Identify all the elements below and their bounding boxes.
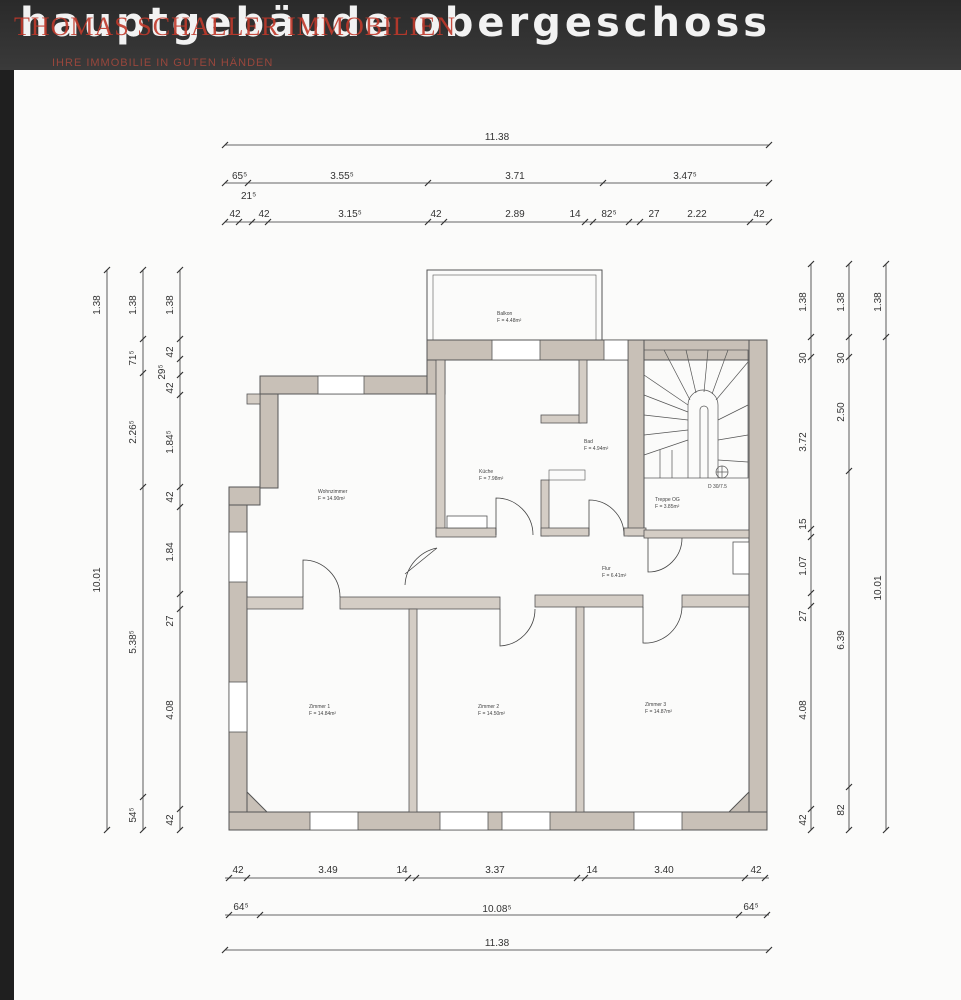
dim-top-row3-6: 14 — [569, 209, 581, 220]
room-area-flur: F = 6.41m² — [602, 573, 627, 579]
dim-right-col2-4: 6.39 — [836, 630, 847, 650]
dim-bottom-row2-2: 10.08⁵ — [482, 904, 511, 915]
dim-top-row2-2: 3.55⁵ — [330, 171, 354, 182]
room-area-treppe: F = 3.85m² — [655, 504, 680, 510]
dim-top-small: 21⁵ — [241, 191, 256, 202]
dim-bottom-total: 11.38 — [485, 938, 510, 949]
dim-right-col2-3: 2.50 — [836, 402, 847, 422]
dim-left-col3-7: 1.84 — [165, 542, 176, 562]
dim-left-col2-2: 71⁵ — [128, 350, 139, 365]
dim-right-col2-2: 30 — [836, 352, 847, 364]
room-area-zimmer-1: F = 14.84m² — [309, 711, 336, 717]
exterior-walls — [228, 339, 768, 831]
dim-left-col3-3: 29⁵ — [157, 364, 168, 379]
dim-right-col3-1: 1.38 — [873, 292, 884, 312]
room-name-treppe: Treppe OG — [655, 497, 680, 503]
dim-top-row3-9: 2.22 — [687, 209, 707, 220]
kitchen-counter — [446, 515, 488, 529]
dim-left-col3-2: 42 — [165, 346, 176, 358]
dim-top-row3-4: 42 — [430, 209, 442, 220]
stair-mark: D 30/7.5 — [708, 484, 727, 490]
dim-bottom-row1-3: 14 — [396, 865, 408, 876]
dim-right-col1-6: 27 — [798, 610, 809, 622]
dim-right-col1-7: 4.08 — [798, 700, 809, 720]
dim-left-col3-8: 27 — [165, 615, 176, 627]
dim-bottom-row1-7: 42 — [750, 865, 762, 876]
dim-bottom-row1-4: 3.37 — [485, 865, 505, 876]
dimension-lines — [106, 144, 887, 951]
dimension-texts: 11.38 65⁵ 21⁵ 3.55⁵ 3.71 3.47⁵ 42 42 3.1… — [92, 132, 884, 949]
room-name-flur: Flur — [602, 566, 611, 572]
dim-left-total: 10.01 — [92, 567, 103, 592]
dim-right-col1-3: 3.72 — [798, 432, 809, 452]
dim-bottom-row1-6: 3.40 — [654, 865, 674, 876]
room-area-zimmer-3: F = 14.87m² — [645, 709, 672, 715]
dim-left-col2-3: 2.26⁵ — [128, 420, 139, 444]
dim-left-col2-1: 1.38 — [128, 295, 139, 315]
dim-left-col2-5: 54⁵ — [128, 807, 139, 822]
room-name-zimmer-1: Zimmer 1 — [309, 704, 330, 710]
room-area-wohnzimmer: F = 14.90m² — [318, 496, 345, 502]
dim-top-row3-10: 42 — [753, 209, 765, 220]
room-labels: Balkon F = 4.48m² Wohnzimmer F = 14.90m²… — [309, 311, 727, 717]
dim-right-col3-2: 10.01 — [873, 575, 884, 600]
dim-top-row2-4: 3.47⁵ — [673, 171, 697, 182]
room-area-bad: F = 4.94m² — [584, 446, 609, 452]
dim-left-col3-9: 4.08 — [165, 700, 176, 720]
dim-left-col3-4: 42 — [165, 382, 176, 394]
room-area-kueche: F = 7.98m² — [479, 476, 504, 482]
bathroom-niche — [548, 469, 586, 481]
dim-top-row2-1: 65⁵ — [232, 171, 247, 182]
dim-left-col3-5: 1.84⁵ — [165, 430, 176, 454]
dim-bottom-row1-2: 3.49 — [318, 865, 338, 876]
brand-watermark: THOMAS SCHALLER IMMOBILIEN — [14, 12, 456, 41]
dim-top-row3-3: 3.15⁵ — [338, 209, 362, 220]
dim-right-col1-8: 42 — [798, 814, 809, 826]
room-name-wohnzimmer: Wohnzimmer — [318, 489, 348, 495]
dim-left-col2-4: 5.38⁵ — [128, 630, 139, 654]
dim-left-col3-6: 42 — [165, 491, 176, 503]
dim-right-col2-1: 1.38 — [836, 292, 847, 312]
dim-top-row3-2: 42 — [258, 209, 270, 220]
dim-top-row3-8: 27 — [648, 209, 660, 220]
room-name-bad: Bad — [584, 439, 593, 445]
corner-chamfer-right — [727, 790, 750, 813]
dim-right-col2-5: 82 — [836, 804, 847, 816]
dim-left-col1-top: 1.38 — [92, 295, 103, 315]
header-band: hauptgebäude obergeschoss THOMAS SCHALLE… — [0, 0, 961, 70]
balcony — [426, 269, 603, 341]
room-name-zimmer-2: Zimmer 2 — [478, 704, 499, 710]
brand-tagline: IHRE IMMOBILIE IN GUTEN HÄNDEN — [52, 57, 274, 69]
dim-bottom-row1-1: 42 — [232, 865, 244, 876]
dim-right-col1-5: 1.07 — [798, 556, 809, 576]
dim-top-total: 11.38 — [485, 132, 510, 143]
dim-right-col1-2: 30 — [798, 352, 809, 364]
corner-chamfer-left — [246, 790, 269, 813]
room-name-balkon: Balkon — [497, 311, 513, 317]
room-area-balkon: F = 4.48m² — [497, 318, 522, 324]
dim-left-col3-10: 42 — [165, 814, 176, 826]
dim-bottom-row2-3: 64⁵ — [743, 902, 758, 913]
dim-right-col1-4: 15 — [798, 518, 809, 530]
dim-top-row3-1: 42 — [229, 209, 241, 220]
dimension-ticks — [103, 141, 890, 954]
doors — [302, 497, 683, 647]
dim-top-row3-5: 2.89 — [505, 209, 525, 220]
room-name-kueche: Küche — [479, 469, 493, 475]
staircase — [643, 349, 749, 479]
dim-top-row2-3: 3.71 — [505, 171, 525, 182]
dim-right-col1-1: 1.38 — [798, 292, 809, 312]
page-title: hauptgebäude obergeschoss — [20, 0, 772, 46]
dim-top-row3-7: 82⁵ — [601, 209, 616, 220]
room-name-zimmer-3: Zimmer 3 — [645, 702, 666, 708]
dim-bottom-row1-5: 14 — [586, 865, 598, 876]
dim-bottom-row2-1: 64⁵ — [233, 902, 248, 913]
room-area-zimmer-2: F = 14.50m² — [478, 711, 505, 717]
interior-walls — [246, 359, 750, 813]
dim-left-col3-1: 1.38 — [165, 295, 176, 315]
windows — [228, 339, 750, 831]
